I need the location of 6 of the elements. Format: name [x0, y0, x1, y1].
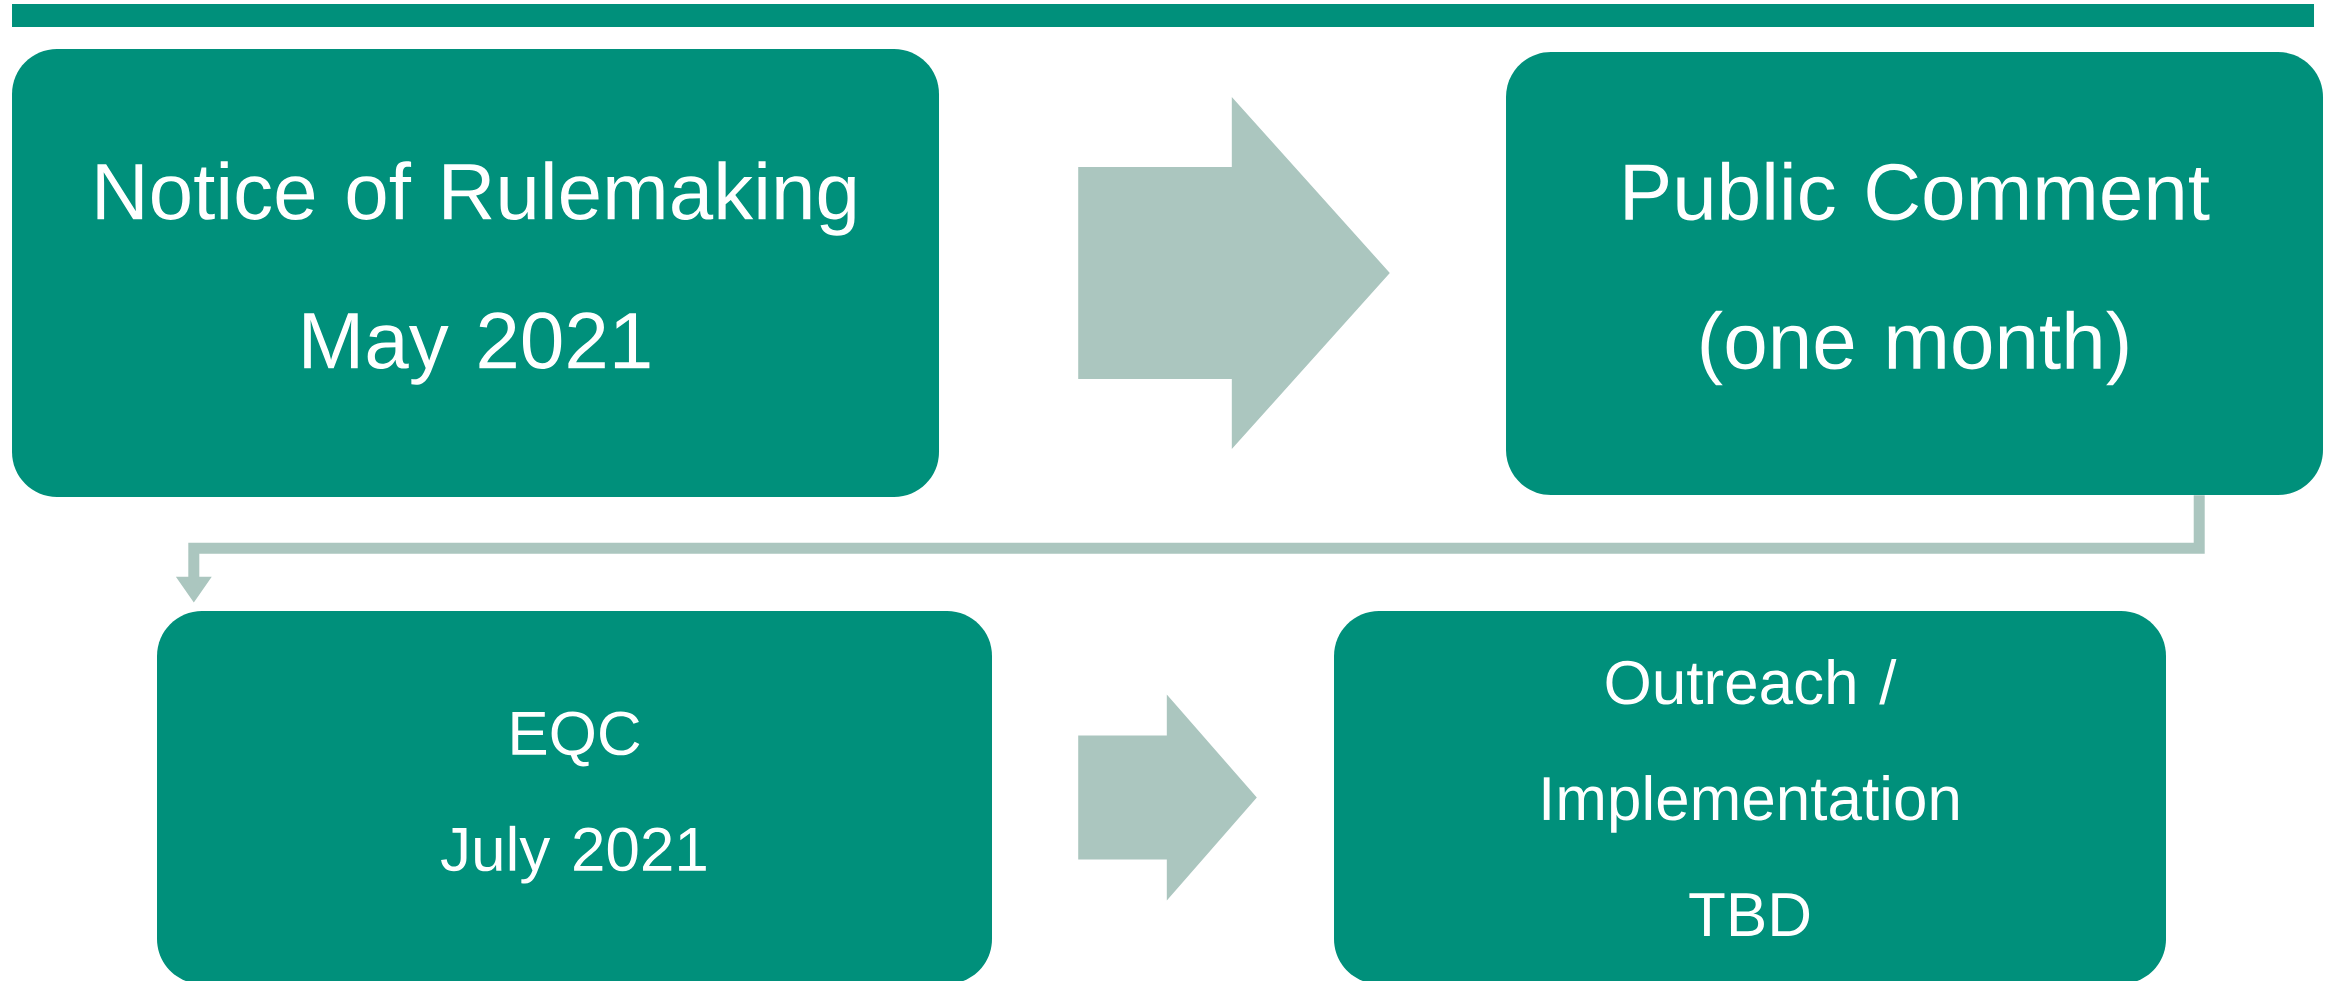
block-arrow	[1078, 694, 1257, 901]
process-box: Notice of Rulemaking May 2021	[12, 49, 939, 497]
process-box: Outreach / Implementation TBD	[1334, 611, 2166, 981]
process-box: Public Comment (one month)	[1506, 52, 2323, 495]
process-box: EQC July 2021	[157, 611, 992, 981]
block-arrow	[1078, 97, 1390, 449]
